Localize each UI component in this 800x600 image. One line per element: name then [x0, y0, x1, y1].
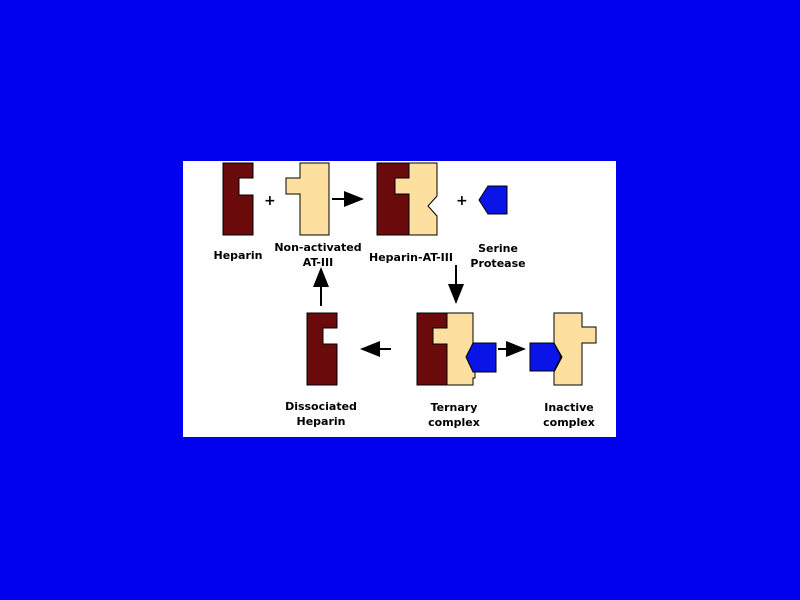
ternary-heparin-part	[416, 312, 448, 386]
complex-heparin-part	[376, 162, 410, 236]
label-heparin: Heparin	[208, 248, 268, 263]
serine-protease-shape	[478, 185, 508, 215]
label-inactive-complex: Inactive complex	[534, 400, 604, 430]
label-non-activated-line2: AT-III	[302, 256, 334, 269]
label-inactive-line2: complex	[543, 416, 595, 429]
complex-at3-part	[394, 162, 438, 236]
inactive-protease-part	[529, 342, 562, 372]
label-dissociated-line1: Dissociated	[285, 400, 357, 413]
label-dissociated-heparin: Dissociated Heparin	[276, 399, 366, 429]
ternary-protease-part	[465, 342, 497, 373]
heparin-shape	[222, 162, 254, 236]
plus-sign-2: +	[456, 193, 468, 209]
plus-sign-1: +	[264, 193, 276, 209]
label-non-activated-line1: Non-activated	[274, 241, 362, 254]
label-serine-protease: Serine Protease	[463, 241, 533, 271]
dissociated-heparin-shape	[306, 312, 338, 386]
at3-shape	[285, 162, 330, 236]
label-heparin-text: Heparin	[213, 249, 263, 262]
label-ternary-line1: Ternary	[430, 401, 478, 414]
label-heparin-at3-text: Heparin-AT-III	[369, 251, 453, 264]
label-dissociated-line2: Heparin	[296, 415, 346, 428]
label-inactive-line1: Inactive	[544, 401, 594, 414]
label-ternary-line2: complex	[428, 416, 480, 429]
label-non-activated: Non-activated AT-III	[268, 240, 368, 270]
label-heparin-at3: Heparin-AT-III	[361, 250, 461, 265]
label-ternary-complex: Ternary complex	[419, 400, 489, 430]
label-serine-line2: Protease	[470, 257, 526, 270]
inactive-at3-part	[553, 312, 597, 386]
label-serine-line1: Serine	[478, 242, 518, 255]
